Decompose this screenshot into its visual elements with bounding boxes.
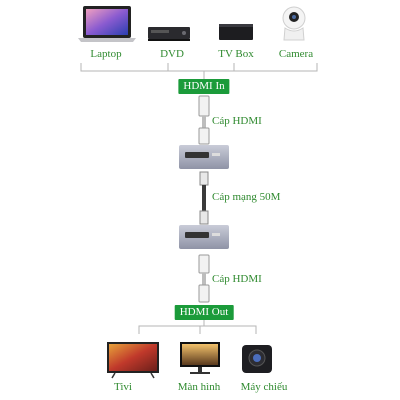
hdmi-in-tag: HDMI In (178, 79, 230, 94)
hdmi-out-tag: HDMI Out (174, 305, 234, 320)
source-label-dvd: DVD (160, 48, 184, 60)
tv-box-icon (219, 24, 253, 40)
tv-icon (107, 342, 159, 379)
dvd-player-icon (148, 27, 190, 41)
hdmi-cable-top (198, 95, 210, 145)
output-label-man-hinh: Màn hình (177, 381, 221, 393)
output-label-may-chieu: Máy chiếu (240, 381, 288, 393)
monitor-icon (180, 342, 220, 374)
receiver-device (179, 225, 229, 249)
cable-label-bottom: Cáp HDMI (212, 273, 262, 285)
source-label-laptop: Laptop (90, 48, 122, 60)
cable-label-top: Cáp HDMI (212, 115, 262, 127)
input-connector-lines (80, 63, 318, 79)
output-connector-lines (138, 320, 257, 334)
projector-icon (242, 345, 272, 373)
source-label-tv-box: TV Box (218, 48, 254, 60)
transmitter-device (179, 145, 229, 169)
cable-label-network: Cáp mạng 50M (212, 191, 281, 203)
output-label-tivi: Tivi (114, 381, 132, 393)
source-label-camera: Camera (278, 48, 314, 60)
camera-icon (282, 6, 306, 41)
network-cable (199, 171, 209, 225)
hdmi-cable-bottom (198, 254, 210, 303)
laptop-icon (78, 6, 136, 42)
